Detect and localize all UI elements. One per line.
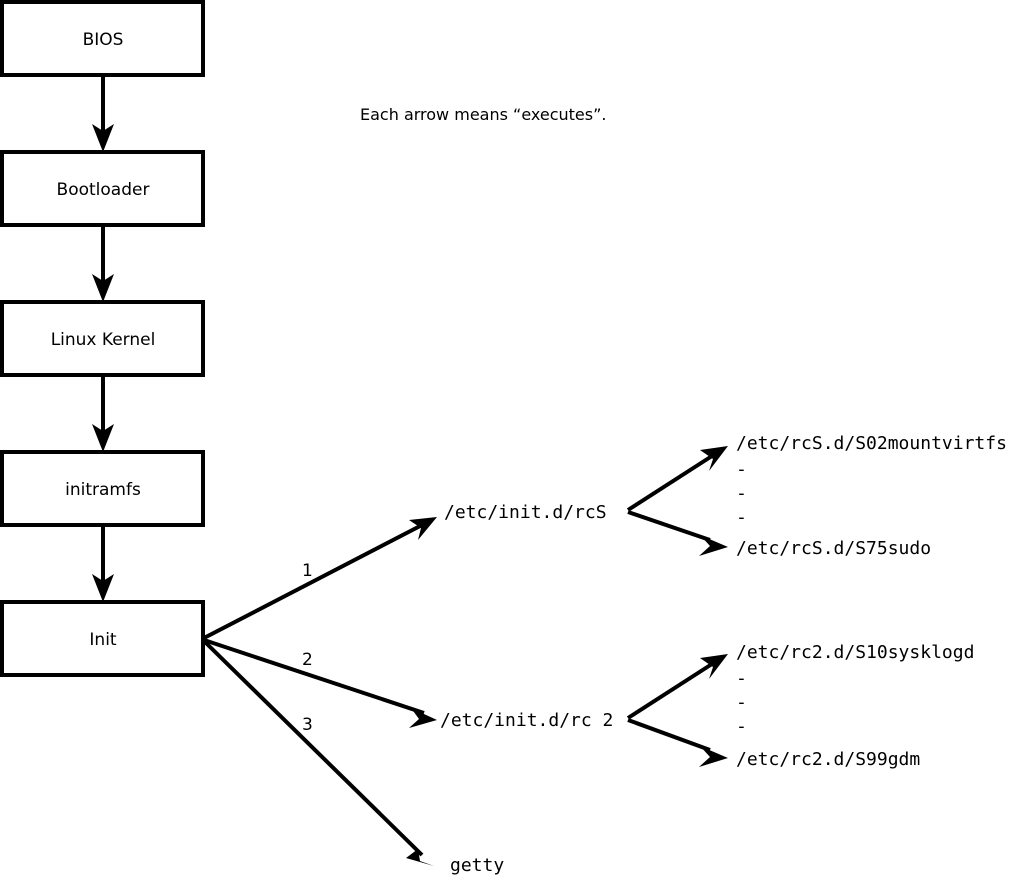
- edge-number-1: 1: [302, 561, 313, 581]
- arrowhead-init-to-rcs: [409, 517, 437, 540]
- rc2-ellipsis-dash-1: -: [736, 668, 747, 689]
- node-bios[interactable]: BIOS: [0, 0, 205, 77]
- rc2-script-list: /etc/rc2.d/S10sysklogd - - - /etc/rc2.d/…: [736, 642, 974, 770]
- rcs-ellipsis-dash-1: -: [736, 459, 747, 480]
- rc2-script-first[interactable]: /etc/rc2.d/S10sysklogd: [736, 642, 974, 663]
- arrowhead-rc2-to-first-script: [700, 654, 728, 679]
- arrowhead-rcs-to-last-script: [699, 535, 728, 556]
- rcs-script-list: /etc/rcS.d/S02mountvirtfs - - - /etc/rcS…: [736, 433, 1007, 559]
- edge-number-2: 2: [302, 650, 313, 670]
- chain-connectors: [92, 75, 114, 602]
- arrowhead-bios-to-bootloader: [92, 124, 114, 152]
- rcs-script-first[interactable]: /etc/rcS.d/S02mountvirtfs: [736, 433, 1007, 454]
- arrowhead-initramfs-to-init: [92, 574, 114, 602]
- node-bootloader-label: Bootloader: [57, 180, 150, 200]
- connector-init-to-getty: [203, 640, 424, 857]
- connector-init-to-rc2: [203, 638, 425, 715]
- arrowhead-bootloader-to-kernel: [92, 274, 114, 302]
- rcs-branch-connectors: [626, 446, 728, 556]
- node-initramfs-label: initramfs: [65, 480, 141, 500]
- node-initramfs[interactable]: initramfs: [0, 450, 205, 527]
- rcs-ellipsis-dash-2: -: [736, 483, 747, 504]
- arrowhead-kernel-to-initramfs: [92, 424, 114, 452]
- node-bootloader-rect[interactable]: [0, 150, 205, 227]
- node-init-rect[interactable]: [0, 600, 205, 677]
- rcs-ellipsis-dash-3: -: [736, 507, 747, 528]
- node-getty-label[interactable]: getty: [450, 855, 504, 875]
- connector-init-to-rcs: [203, 522, 425, 640]
- arrowhead-init-to-getty: [406, 849, 434, 866]
- rcs-script-last[interactable]: /etc/rcS.d/S75sudo: [736, 538, 931, 559]
- connector-rcs-to-last-script: [627, 510, 711, 542]
- rc2-script-last[interactable]: /etc/rc2.d/S99gdm: [736, 749, 920, 770]
- rc2-branch-connectors: [626, 654, 728, 767]
- node-init-label: Init: [89, 630, 117, 650]
- rc2-ellipsis-dash-2: -: [736, 692, 747, 713]
- node-init-d-rc2-label[interactable]: /etc/init.d/rc 2: [440, 710, 613, 731]
- node-bootloader[interactable]: Bootloader: [0, 150, 205, 227]
- connector-rc2-to-first-script: [626, 662, 714, 720]
- init-branch-connectors: [203, 517, 437, 866]
- node-initramfs-rect[interactable]: [0, 450, 205, 527]
- legend-note: Each arrow means “executes”.: [360, 105, 606, 124]
- node-linux-kernel-rect[interactable]: [0, 300, 205, 377]
- node-init-d-rcs-label[interactable]: /etc/init.d/rcS: [444, 502, 607, 523]
- arrowhead-rcs-to-first-script: [700, 446, 728, 471]
- node-bios-label: BIOS: [83, 30, 124, 50]
- arrowhead-init-to-rc2: [409, 708, 437, 728]
- connector-rcs-to-first-script: [626, 454, 714, 512]
- node-linux-kernel-label: Linux Kernel: [51, 330, 156, 350]
- connector-rc2-to-last-script: [627, 718, 711, 752]
- arrowhead-rc2-to-last-script: [699, 746, 728, 767]
- node-init[interactable]: Init: [0, 600, 205, 677]
- node-linux-kernel[interactable]: Linux Kernel: [0, 300, 205, 377]
- node-bios-rect[interactable]: [0, 0, 205, 77]
- rc2-ellipsis-dash-3: -: [736, 716, 747, 737]
- edge-number-3: 3: [302, 715, 313, 735]
